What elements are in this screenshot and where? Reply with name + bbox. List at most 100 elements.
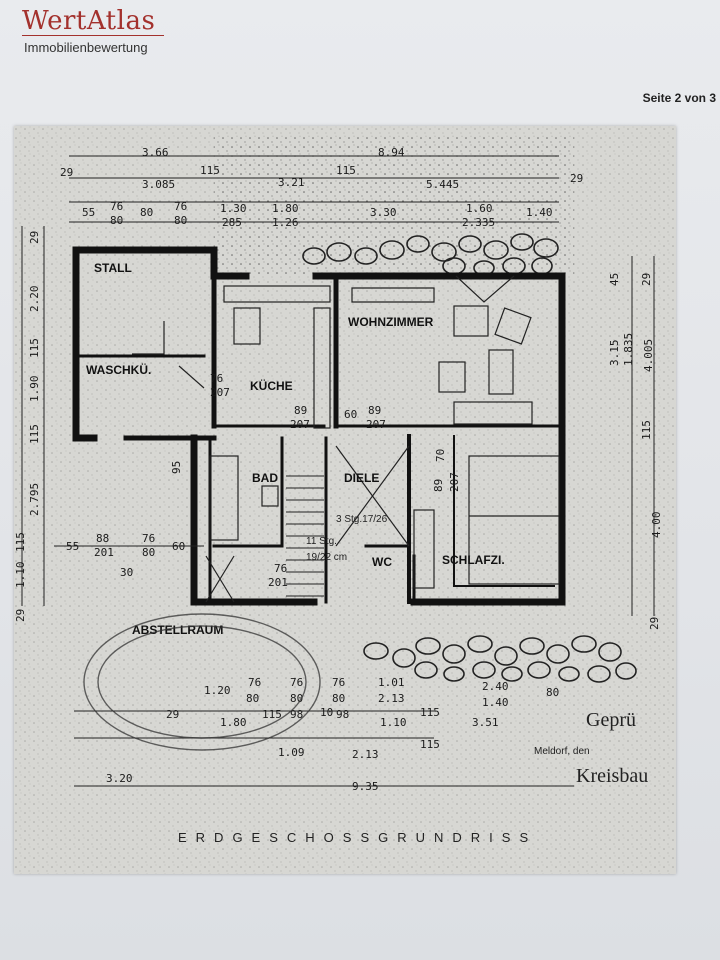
dim-label: 115 [420,706,440,719]
dim-label: 115 [28,424,41,444]
dim-label: 76 [110,200,123,213]
dim-label: 207 [210,386,230,399]
dim-label: 10 [320,706,333,719]
plan-caption: ERDGESCHOSSGRUNDRISS [178,830,537,845]
dim-label: 89 [432,479,445,492]
dim-label: 80 [110,214,123,227]
staircase [286,475,324,597]
dim-label: 80 [332,692,345,705]
dim-label: 2.20 [28,286,41,313]
dim-label: 3.21 [278,176,305,189]
dim-label: 115 [14,532,27,552]
fixtures [132,275,560,603]
stairs-note-ratio: 19/22 cm [306,552,347,563]
dim-label: 115 [262,708,282,721]
dim-label: 89 [368,404,381,417]
dim-label: 1.30 [220,202,247,215]
dim-label: 80 [246,692,259,705]
dim-label: 8.94 [378,146,405,159]
dim-label: 207 [366,418,386,431]
dim-label: 95 [170,461,183,474]
page-number: Seite 2 von 3 [642,91,716,105]
room-label-schlafzimmer: SCHLAFZI. [442,553,505,567]
dim-label: 1.10 [380,716,407,729]
room-label-bad: BAD [252,471,278,485]
dim-label: 285 [222,216,242,229]
dim-label: 201 [94,546,114,559]
dim-label: 3.085 [142,178,175,191]
dim-label: 29 [570,172,583,185]
dim-label: 1.835 [622,333,635,366]
dim-label: 115 [336,164,356,177]
dim-label: 60 [172,540,185,553]
dim-label: 80 [142,546,155,559]
dim-label: 55 [66,540,79,553]
dim-label: 1.40 [526,206,553,219]
dim-label: 29 [640,273,653,286]
dim-label: 115 [200,164,220,177]
dim-label: 30 [120,566,133,579]
dim-label: 55 [82,206,95,219]
dim-label: 1.60 [466,202,493,215]
floor-plan: STALL WASCHKÜ. KÜCHE WOHNZIMMER BAD DIEL… [14,126,676,874]
dim-label: 76 [290,676,303,689]
dim-label: 76 [210,372,223,385]
dim-label: 207 [448,472,461,492]
dim-label: 115 [28,338,41,358]
dim-label: 80 [140,206,153,219]
dim-label: 1.09 [278,746,305,759]
dim-label: 3.51 [472,716,499,729]
room-label-stall: STALL [94,261,132,275]
dim-label: 207 [290,418,310,431]
dim-label: 98 [290,708,303,721]
approval-text: Geprü [586,709,636,731]
dim-label: 60 [344,408,357,421]
dimension-lines [21,155,655,787]
dim-label: 115 [640,420,653,440]
dim-label: 3.15 [608,340,621,367]
dim-label: 76 [248,676,261,689]
dim-label: 1.10 [14,562,27,589]
dim-label: 29 [28,231,41,244]
brand-tagline: Immobilienbewertung [24,40,148,55]
dim-label: 115 [420,738,440,751]
dim-label: 2.40 [482,680,509,693]
floor-plan-drawing: STALL WASCHKÜ. KÜCHE WOHNZIMMER BAD DIEL… [14,126,676,874]
dim-label: 76 [332,676,345,689]
dim-label: 76 [142,532,155,545]
dim-label: 1.20 [204,684,231,697]
dim-label: 2.795 [28,483,41,516]
stone-path-bottom [363,635,637,683]
approval-authority: Kreisbau [576,765,648,787]
dim-label: 4.00 [650,512,663,539]
dim-label: 1.90 [28,376,41,403]
dim-label: 4.005 [642,339,655,372]
room-label-wohnzimmer: WOHNZIMMER [348,315,434,329]
approval-place: Meldorf, den [534,746,590,757]
dim-label: 1.26 [272,216,299,229]
approval-stamp [83,613,321,751]
dim-label: 9.35 [352,780,379,793]
dim-label: 98 [336,708,349,721]
dim-label: 70 [434,449,447,462]
dim-label: 89 [294,404,307,417]
dim-label: 1.40 [482,696,509,709]
stairs-note-diele: 3 Stg.17/26 [336,514,388,525]
room-label-kueche: KÜCHE [250,378,293,393]
dim-label: 88 [96,532,109,545]
dim-label: 3.30 [370,206,397,219]
dim-label: 76 [174,200,187,213]
dim-label: 3.66 [142,146,169,159]
dim-label: 29 [166,708,179,721]
dim-label: 1.80 [272,202,299,215]
brand-logo: WertAtlas [22,6,156,36]
dim-label: 2.13 [352,748,379,761]
dim-label: 1.01 [378,676,405,689]
room-label-diele: DIELE [344,471,379,485]
dim-label: 5.445 [426,178,459,191]
dim-label: 3.20 [106,772,133,785]
room-label-wc: WC [372,555,392,569]
brand-underline [22,35,164,36]
dim-label: 2.13 [378,692,405,705]
